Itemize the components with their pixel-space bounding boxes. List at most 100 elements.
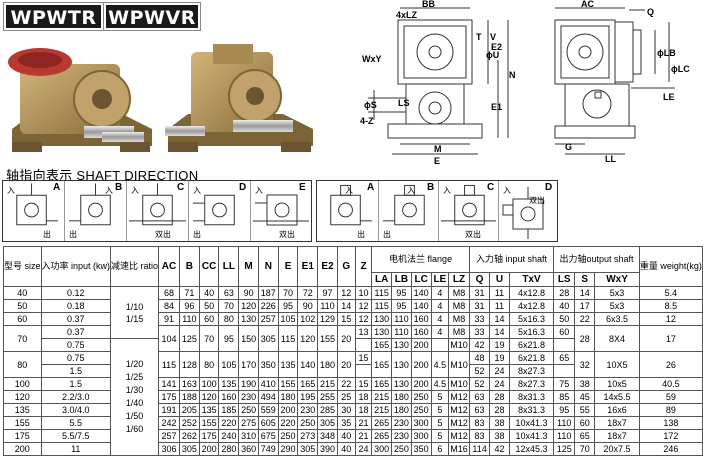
table-cell: 52 (468, 377, 491, 391)
dim-lc: ϕLC (671, 64, 690, 74)
table-cell: 63 (468, 390, 491, 404)
table-cell: 15 (354, 377, 373, 391)
ratio-value: 1/15 (125, 313, 144, 324)
table-cell: 33 (468, 325, 491, 339)
table-cell: 180 (277, 390, 299, 404)
col-ratio: 减速比 ratio (110, 246, 160, 287)
table-cell: 11 (489, 299, 510, 313)
col-dim: AC (158, 246, 181, 287)
table-cell: 205 (179, 403, 200, 417)
table-cell: 100 (3, 377, 42, 391)
table-cell: 195 (297, 390, 319, 404)
table-cell: 275 (238, 416, 259, 430)
table-cell: 6x3.5 (594, 312, 640, 326)
model-badge-wpwvr: WPWVR (104, 3, 200, 30)
table-cell: 70 (198, 325, 220, 352)
table-cell: 12 (354, 299, 373, 313)
table-cell: 242 (158, 416, 181, 430)
dim-lb: ϕLB (657, 48, 676, 58)
table-cell: 360 (238, 442, 259, 456)
table-cell: 250 (297, 416, 319, 430)
table-cell: 250 (238, 403, 259, 417)
table-cell: 160 (410, 325, 432, 339)
table-cell: 305 (317, 416, 338, 430)
table-cell: 6x21.8 (508, 338, 555, 352)
table-cell: 4.5 (430, 351, 450, 378)
table-cell: 65 (574, 429, 596, 443)
dim-q: Q (647, 7, 654, 17)
table-cell: 5.5 (40, 416, 112, 430)
table-cell: 305 (179, 442, 200, 456)
table-cell: 28 (553, 286, 576, 300)
table-cell: 80 (3, 351, 42, 378)
table-cell: 32 (574, 351, 596, 378)
table-cell: 52 (468, 364, 491, 378)
dim-ll: LL (605, 154, 616, 164)
table-cell: 220 (218, 416, 240, 430)
table-cell: 10 (354, 286, 373, 300)
table-cell: 141 (158, 377, 181, 391)
table-cell: 19 (489, 338, 510, 352)
table-cell: 114 (468, 442, 491, 456)
table-cell: 130 (371, 312, 393, 326)
table-cell: M10 (448, 377, 470, 391)
table-cell: 40.5 (638, 377, 703, 391)
table-cell: 115 (371, 286, 393, 300)
table-cell: 42 (489, 442, 510, 456)
table-cell (553, 338, 576, 352)
table-cell: 105 (218, 351, 240, 378)
table-cell: 28 (574, 325, 596, 352)
table-cell: 230 (391, 416, 412, 430)
table-cell: 252 (179, 416, 200, 430)
table-cell: 306 (158, 442, 181, 456)
table-cell: 18 (354, 390, 373, 404)
table-cell: 90 (238, 286, 259, 300)
table-cell: 25 (336, 390, 356, 404)
table-cell: 75 (553, 377, 576, 391)
table-cell: 104 (158, 325, 181, 352)
table-cell: 250 (277, 429, 299, 443)
table-cell: 10x5 (594, 377, 640, 391)
col-input-shaft: Q (468, 272, 491, 287)
table-cell: 40 (336, 429, 356, 443)
col-flange: LA (371, 272, 393, 287)
dim-t: T (476, 32, 482, 42)
table-cell: 70 (3, 325, 42, 352)
table-cell: 14 (574, 286, 596, 300)
col-dim: M (238, 246, 259, 287)
table-cell: 42 (468, 338, 491, 352)
table-cell: 5 (430, 429, 450, 443)
table-cell: 12 (354, 312, 373, 326)
table-cell: 110 (553, 429, 576, 443)
table-cell: 38 (574, 377, 596, 391)
table-cell: M10 (448, 338, 470, 352)
table-cell: 200 (410, 351, 432, 378)
col-input: 入功率 input (kw) (40, 246, 112, 287)
table-cell: 30 (336, 403, 356, 417)
table-cell: 5.4 (638, 286, 703, 300)
table-cell: 165 (297, 377, 319, 391)
table-cell: 135 (198, 403, 220, 417)
dim-4z: 4-Z (360, 116, 374, 126)
table-cell: 20 (336, 351, 356, 378)
col-dim: N (257, 246, 279, 287)
table-cell: 26 (638, 351, 703, 378)
table-cell: 155 (277, 377, 299, 391)
table-cell: 40 (553, 299, 576, 313)
table-cell: 230 (297, 403, 319, 417)
table-cell: 215 (317, 377, 338, 391)
dim-s: ϕS (364, 100, 377, 110)
table-cell: 262 (179, 429, 200, 443)
table-cell: 246 (638, 442, 703, 456)
ratio-value: 1/50 (125, 411, 144, 421)
table-cell: 300 (410, 429, 432, 443)
table-cell: 200 (3, 442, 42, 456)
table-cell: 250 (410, 403, 432, 417)
side-view-drawing: AC Q ϕLB ϕLC LE G LL (554, 0, 690, 164)
col-dim: E (277, 246, 299, 287)
table-cell: 91 (158, 312, 181, 326)
table-cell: M8 (448, 286, 470, 300)
table-cell: 95 (553, 403, 576, 417)
table-cell: 230 (238, 390, 259, 404)
